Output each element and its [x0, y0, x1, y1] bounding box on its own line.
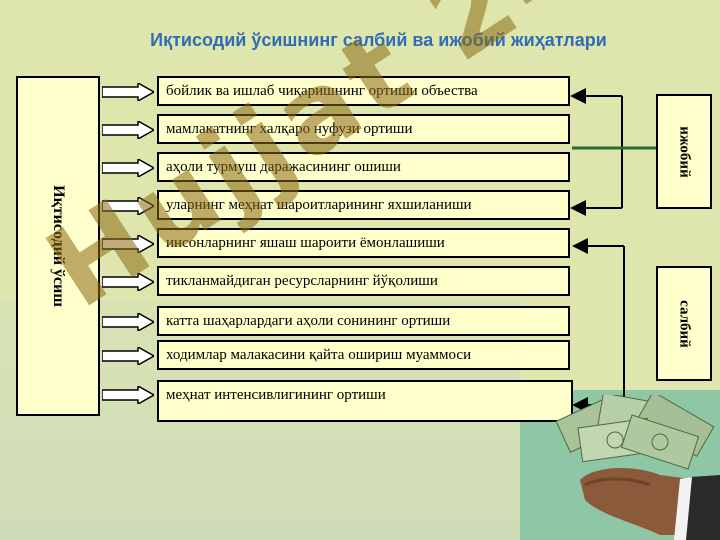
- money-hand-icon: [555, 395, 720, 540]
- effect-row-7: катта шаҳарлардаги аҳоли сонининг ортиши: [157, 306, 570, 336]
- effect-row-5: инсонларнинг яшаш шароити ёмонлашиши: [157, 228, 570, 258]
- block-arrow-icon: [102, 159, 154, 177]
- block-arrow-icon: [102, 273, 154, 291]
- effect-row-6: тикланмайдиган ресурсларнинг йўқолиши: [157, 266, 570, 296]
- negative-label: салбий: [676, 299, 693, 348]
- negative-box: салбий: [656, 266, 712, 381]
- block-arrow-icon: [102, 121, 154, 139]
- block-arrow-icon: [102, 313, 154, 331]
- block-arrow-icon: [102, 83, 154, 101]
- block-arrow-icon: [102, 347, 154, 365]
- effect-row-9: меҳнат интенсивлигининг ортиши: [157, 380, 573, 422]
- effect-row-8: ходимлар малакасини қайта ошириш муаммос…: [157, 340, 570, 370]
- block-arrow-icon: [102, 197, 154, 215]
- positive-box: ижобий: [656, 94, 712, 209]
- block-arrow-icon: [102, 386, 154, 404]
- slide-title: Иқтисодий ўсишнинг салбий ва ижобий жиҳа…: [150, 30, 607, 50]
- effect-row-3: аҳоли турмуш даражасининг ошиши: [157, 152, 570, 182]
- effect-row-4: уларнинг меҳнат шароитларининг яхшиланиш…: [157, 190, 570, 220]
- effect-row-2: мамлакатнинг халқаро нуфузи ортиши: [157, 114, 570, 144]
- effect-row-1: бойлик ва ишлаб чиқаришнинг ортиши объес…: [157, 76, 570, 106]
- economic-growth-box: Иқтисодий ўсиш: [16, 76, 100, 416]
- block-arrow-icon: [102, 235, 154, 253]
- positive-label: ижобий: [676, 125, 693, 178]
